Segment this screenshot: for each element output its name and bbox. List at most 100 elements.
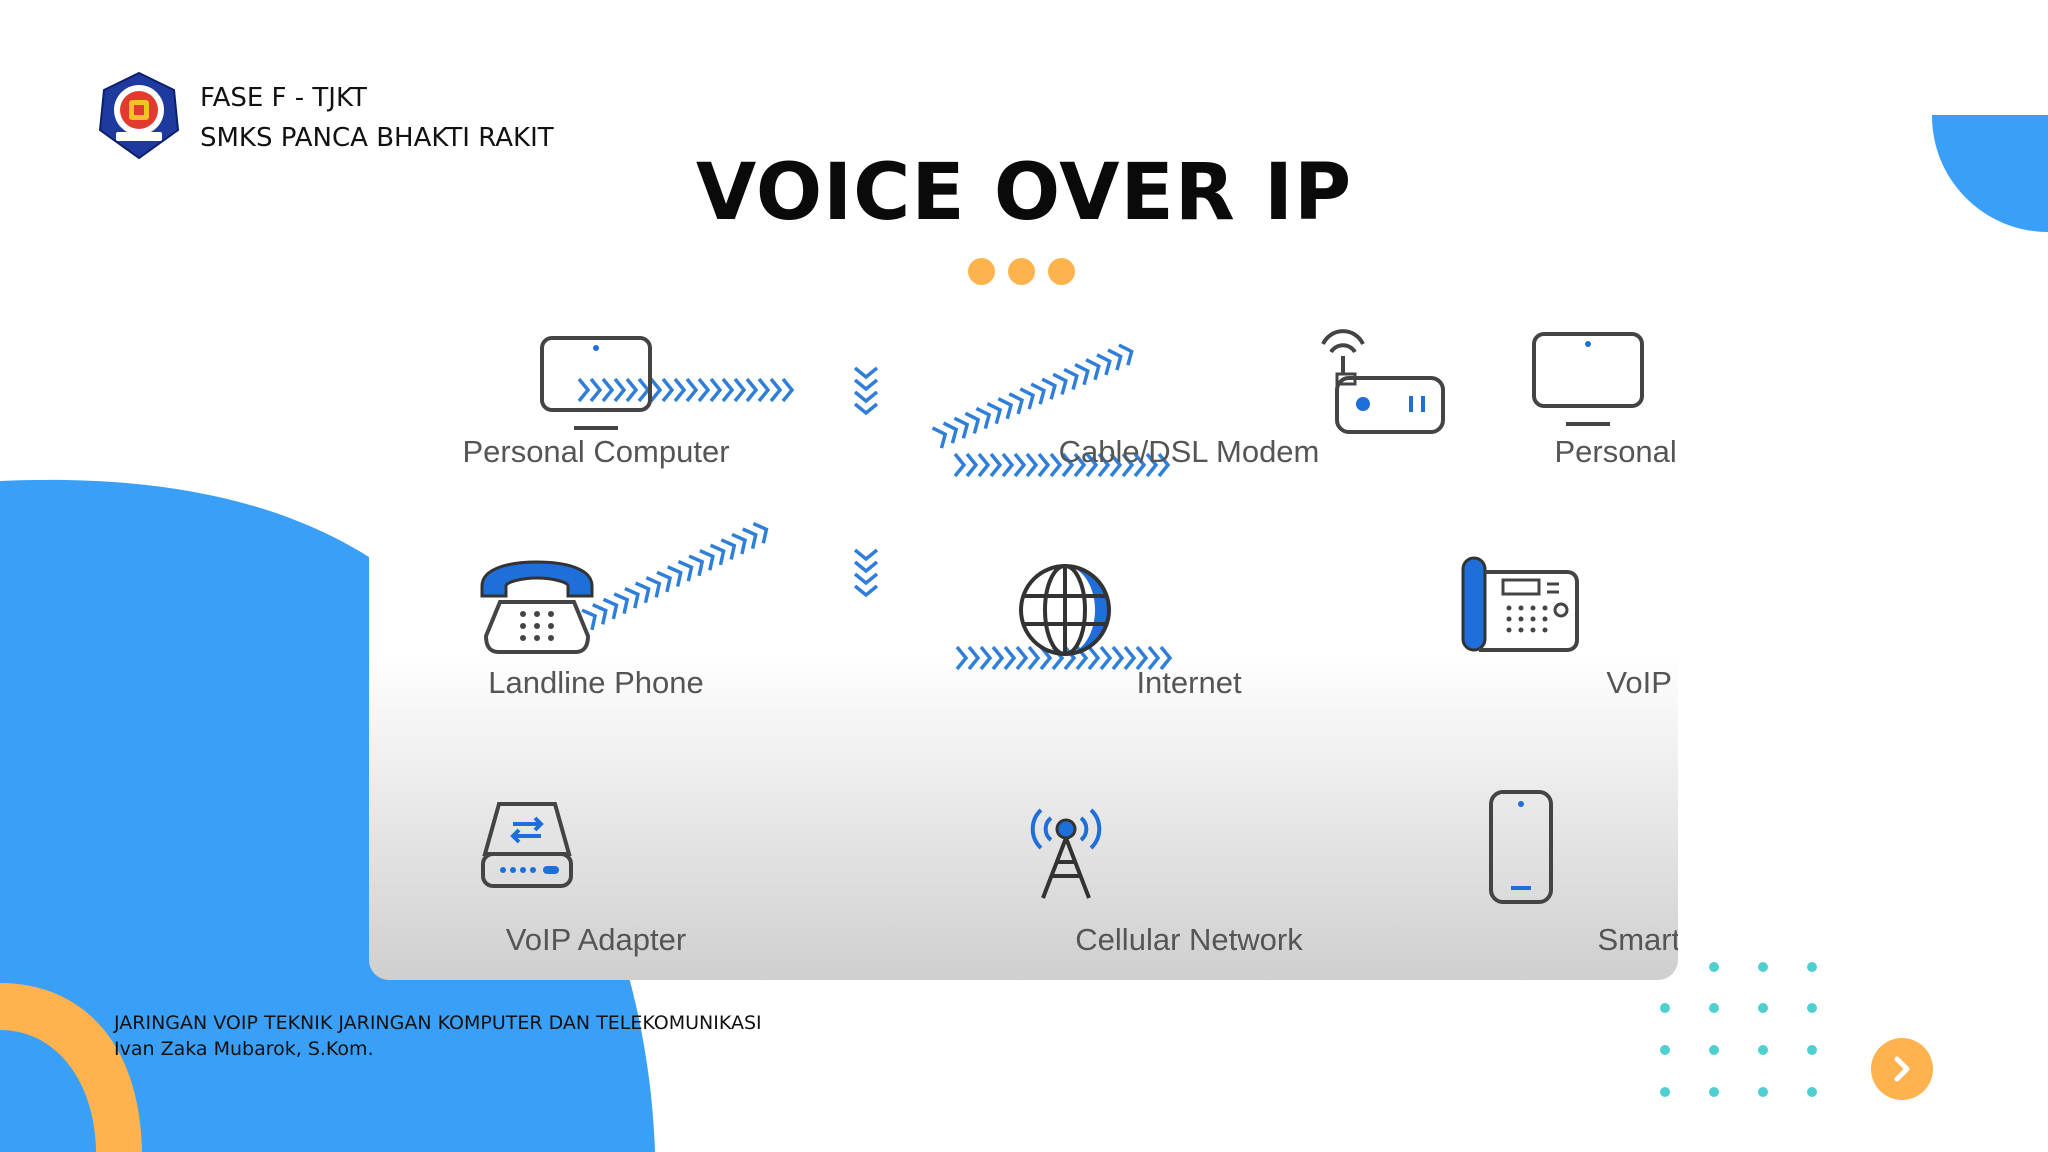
arrow-chevron: [1074, 363, 1090, 386]
orange-dot: [1008, 258, 1035, 285]
arrow-chevron: [589, 377, 603, 403]
arrow-chevron: [709, 543, 726, 566]
adapter-icon: [481, 802, 573, 888]
label-voip-phone: VoIP Phone: [1606, 665, 1678, 700]
arrow-chevron: [677, 559, 694, 582]
arrow-chevron: [931, 426, 948, 449]
arrow-chevron: [720, 538, 737, 560]
label-pc-left: Personal Computer: [462, 434, 730, 469]
arrow-chevron: [731, 532, 747, 555]
arrow-chevron: [757, 377, 771, 403]
arrow-chevron: [1096, 353, 1112, 376]
arrow-chevron: [688, 554, 705, 577]
arrow-chevron: [592, 603, 608, 625]
monitor-icon: [1532, 332, 1644, 426]
arrow-chevron: [1049, 452, 1063, 478]
arrow-chevron: [1015, 645, 1029, 671]
arrow-chevron: [1030, 382, 1046, 405]
label-pc-right: Personal Computer: [1554, 434, 1678, 469]
arrow-chevron: [661, 377, 675, 403]
desk-phone-icon: [1461, 556, 1579, 652]
arrow-chevron: [991, 645, 1005, 671]
arrow-chevron: [853, 560, 879, 574]
arrow-chevron: [709, 377, 723, 403]
arrow-chevron: [1097, 452, 1111, 478]
arrow-chevron: [625, 377, 639, 403]
voip-diagram-panel: Personal Computer Cable/DSL Modem Person…: [369, 300, 1678, 980]
arrow-chevron: [1121, 452, 1135, 478]
arrow-chevron: [986, 402, 1003, 425]
arrow-chevron: [1063, 367, 1079, 391]
arrow-chevron: [1085, 358, 1101, 381]
monitor-icon: [540, 336, 652, 430]
arrow-chevron: [853, 584, 879, 598]
phase-label: FASE F - TJKT: [200, 83, 367, 113]
arrow-chevron: [781, 377, 795, 403]
arrow-chevron: [699, 549, 715, 571]
arrow-chevron: [1157, 452, 1171, 478]
arrow-chevron: [977, 452, 991, 478]
arrow-chevron: [645, 576, 662, 598]
course-title: JARINGAN VOIP TEKNIK JARINGAN KOMPUTER D…: [114, 1012, 762, 1034]
arrow-chevron: [601, 377, 615, 403]
arrow-chevron: [853, 572, 879, 586]
arrow-chevron: [1133, 452, 1147, 478]
telephone-icon: [480, 560, 594, 654]
arrow-chevron: [624, 586, 640, 609]
label-modem: Cable/DSL Modem: [1058, 434, 1320, 469]
arrow-chevron: [577, 377, 591, 403]
arrow-chevron: [1061, 452, 1075, 478]
school-header: FASE F - TJKT SMKS PANCA BHAKTI RAKIT: [200, 78, 554, 158]
arrow-chevron: [1019, 387, 1036, 410]
arrow-chevron: [1107, 348, 1123, 371]
arrow-chevron: [1001, 452, 1015, 478]
orange-dots: [968, 258, 1075, 285]
arrow-chevron: [853, 378, 879, 392]
arrow-chevron: [1145, 452, 1159, 478]
arrow-chevron: [1025, 452, 1039, 478]
arrow-chevron: [967, 645, 981, 671]
arrow-chevron: [1111, 645, 1125, 671]
next-slide-button[interactable]: [1871, 1038, 1933, 1100]
arrow-chevron: [1085, 452, 1099, 478]
arrow-chevron: [1037, 452, 1051, 478]
arrow-chevron: [637, 377, 651, 403]
connection-arrows: [577, 343, 1173, 671]
arrow-chevron: [953, 416, 970, 439]
arrow-chevron: [853, 366, 879, 380]
arrow-chevron: [964, 411, 981, 434]
arrow-chevron: [1027, 645, 1041, 671]
arrow-chevron: [1118, 343, 1134, 366]
corner-blob-top-right: [1931, 115, 2048, 232]
chevron-right-icon: [1894, 1056, 1910, 1082]
arrow-chevron: [1135, 645, 1149, 671]
arrow-chevron: [942, 421, 959, 444]
arrow-chevron: [1041, 377, 1057, 400]
arrow-chevron: [667, 565, 683, 587]
arrow-chevron: [853, 390, 879, 404]
orange-dot: [1048, 258, 1075, 285]
arrow-chevron: [853, 402, 879, 416]
arrow-chevron: [1123, 645, 1137, 671]
label-cellular: Cellular Network: [1075, 922, 1303, 957]
footer-text: JARINGAN VOIP TEKNIK JARINGAN KOMPUTER D…: [114, 1010, 762, 1062]
arrow-chevron: [613, 377, 627, 403]
arrow-chevron: [581, 608, 598, 631]
author-name: Ivan Zaka Mubarok, S.Kom.: [114, 1038, 374, 1060]
school-logo: [98, 71, 180, 160]
arrow-chevron: [769, 377, 783, 403]
arrow-chevron: [1073, 452, 1087, 478]
arrow-internet-to-pc-right: [931, 343, 1134, 449]
arrow-chevron: [997, 397, 1014, 420]
smartphone-icon: [1489, 790, 1553, 904]
arrow-chevron: [1099, 645, 1113, 671]
arrow-chevron: [613, 592, 630, 614]
arrow-chevron: [955, 645, 969, 671]
arrow-chevron: [752, 521, 769, 544]
school-name: SMKS PANCA BHAKTI RAKIT: [200, 123, 554, 153]
orange-dot: [968, 258, 995, 285]
arrow-chevron: [733, 377, 747, 403]
arrow-chevron: [697, 377, 711, 403]
router-icon: [1321, 329, 1445, 434]
arrow-chevron: [989, 452, 1003, 478]
